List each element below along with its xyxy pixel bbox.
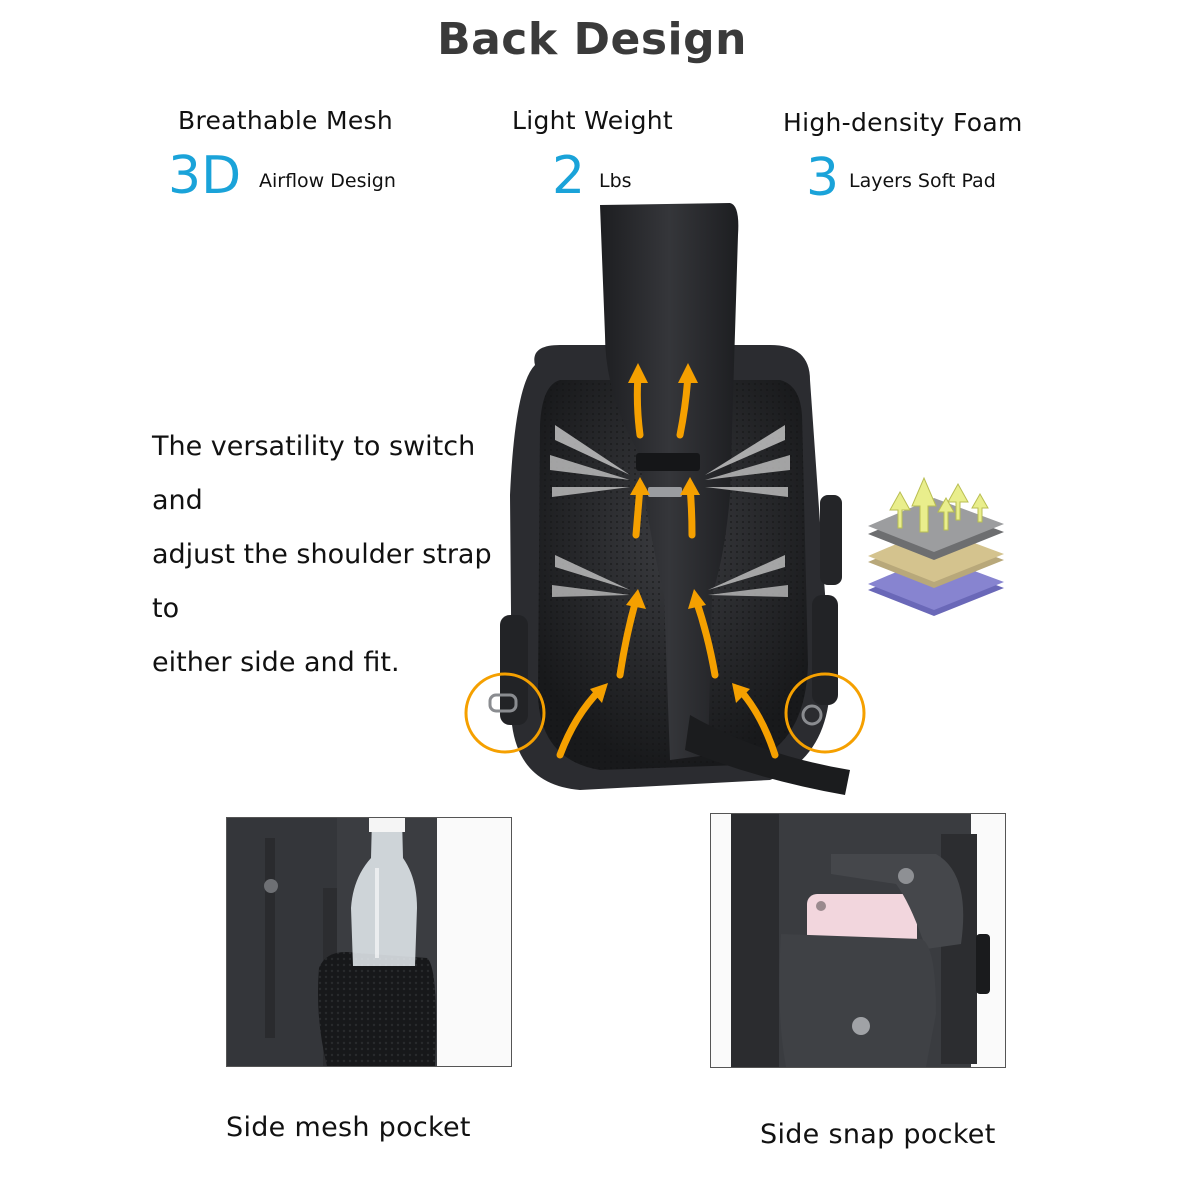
highlight-circle-icon	[464, 672, 546, 754]
strap-slider	[636, 453, 700, 471]
airflow-light-streaks	[550, 425, 790, 597]
page-title: Back Design	[437, 14, 747, 65]
description-line: either side and fit.	[152, 647, 400, 678]
versatility-description: The versatility to switch and adjust the…	[152, 420, 512, 690]
strap-tail	[685, 715, 850, 795]
feature-value-layers: 3	[806, 148, 840, 208]
d-ring-right	[801, 704, 823, 726]
airflow-arrowheads	[590, 363, 750, 703]
side-snap-pocket-photo	[710, 813, 1006, 1068]
feature-value-weight: 2	[552, 146, 586, 206]
water-bottle	[351, 818, 417, 966]
d-ring-left	[488, 693, 518, 713]
snap-button-top	[898, 868, 914, 884]
highlight-circle-icon	[784, 672, 866, 754]
description-line: adjust the shoulder strap to	[152, 539, 492, 624]
side-pocket-right	[812, 595, 838, 705]
snap-button	[852, 1017, 870, 1035]
description-line: The versatility to switch and	[152, 431, 476, 516]
side-mesh-pocket-photo	[226, 817, 512, 1067]
feature-heading-weight: Light Weight	[512, 106, 674, 135]
caption-side-mesh-pocket: Side mesh pocket	[226, 1112, 471, 1143]
feature-heading-mesh: Breathable Mesh	[178, 106, 394, 135]
bag-back-image	[488, 203, 850, 795]
caption-side-snap-pocket: Side snap pocket	[760, 1119, 996, 1150]
feature-unit-airflow: Airflow Design	[259, 170, 396, 192]
side-pocket-left	[500, 615, 528, 725]
side-mesh-pocket-image	[227, 818, 511, 1066]
side-zipper	[820, 495, 842, 585]
strap-buckle	[648, 487, 682, 497]
feature-value-3d: 3D	[168, 146, 242, 206]
foam-layers-icon	[868, 476, 1004, 616]
feature-heading-foam: High-density Foam	[783, 108, 1023, 137]
side-snap-pocket-image	[711, 814, 1005, 1067]
feature-unit-soft-pad: Layers Soft Pad	[849, 170, 996, 192]
feature-unit-lbs: Lbs	[599, 170, 632, 192]
